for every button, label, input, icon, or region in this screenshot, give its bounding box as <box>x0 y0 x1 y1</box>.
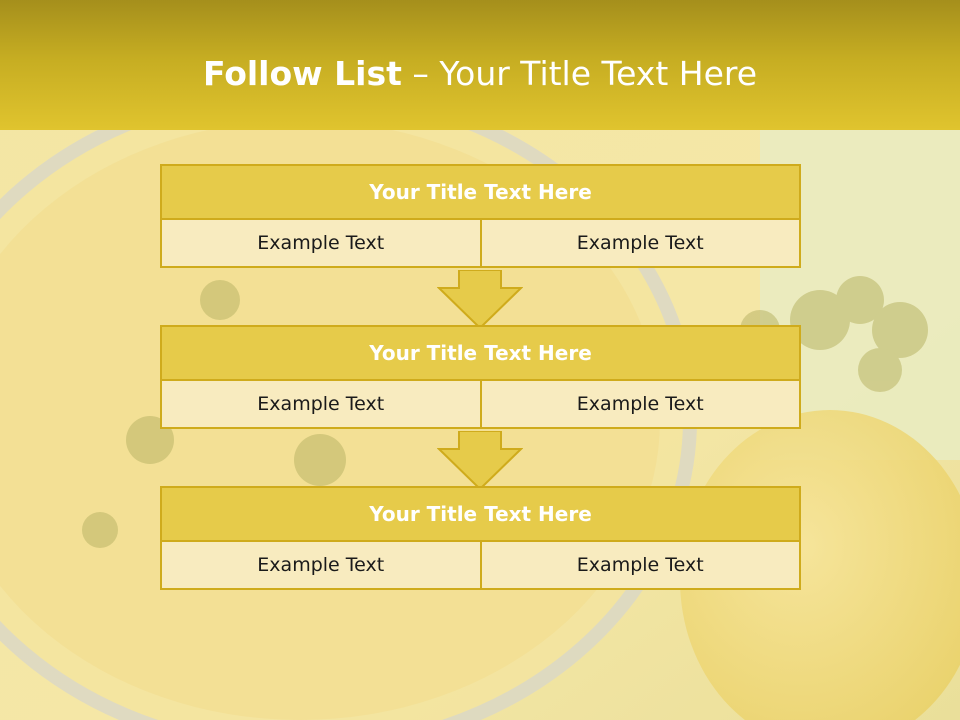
slide-title: Follow List – Your Title Text Here <box>0 54 960 93</box>
block-row: Example Text Example Text <box>160 218 801 268</box>
block-cell-right: Example Text <box>479 218 801 268</box>
block-title: Your Title Text Here <box>160 325 801 381</box>
block-cell-left: Example Text <box>160 379 482 429</box>
block-cell-left: Example Text <box>160 218 482 268</box>
block-row: Example Text Example Text <box>160 540 801 590</box>
list-block-3: Your Title Text Here Example Text Exampl… <box>160 486 801 590</box>
block-cell-right: Example Text <box>479 540 801 590</box>
block-row: Example Text Example Text <box>160 379 801 429</box>
slide-title-rest: – Your Title Text Here <box>401 54 758 93</box>
block-cell-left: Example Text <box>160 540 482 590</box>
header-band <box>0 0 960 130</box>
block-title: Your Title Text Here <box>160 486 801 542</box>
block-title: Your Title Text Here <box>160 164 801 220</box>
down-arrow-icon <box>437 431 523 491</box>
block-cell-right: Example Text <box>479 379 801 429</box>
list-block-2: Your Title Text Here Example Text Exampl… <box>160 325 801 429</box>
slide-title-bold: Follow List <box>202 54 402 93</box>
down-arrow-icon <box>437 270 523 330</box>
list-block-1: Your Title Text Here Example Text Exampl… <box>160 164 801 268</box>
